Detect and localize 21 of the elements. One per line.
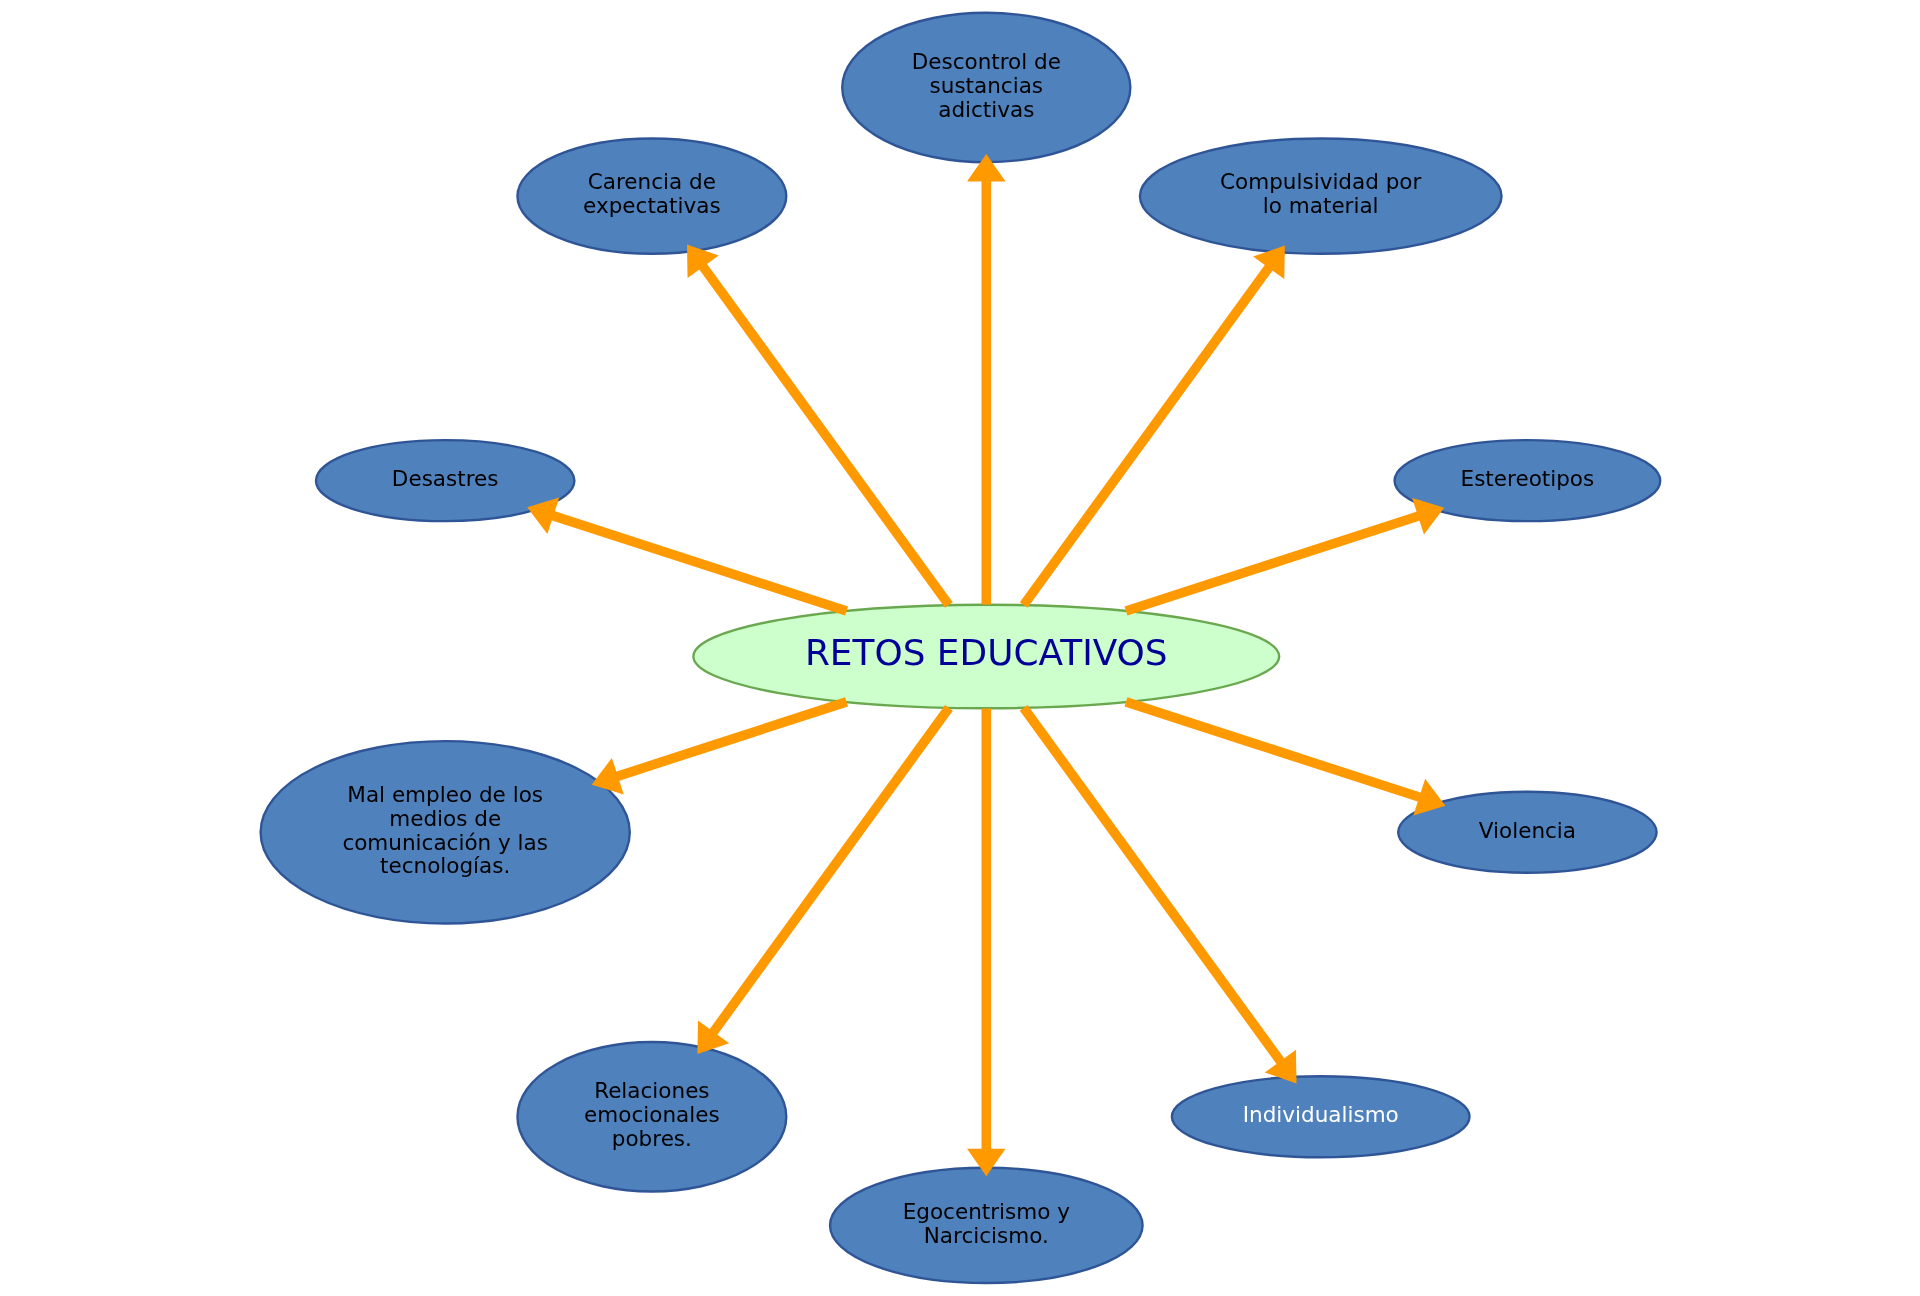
arrow	[1019, 705, 1296, 1084]
node-ellipse: Individualismo	[1170, 1075, 1471, 1159]
arrow	[1124, 497, 1444, 616]
node-ellipse: Egocentrismo y Narcicismo.	[828, 1166, 1144, 1285]
node-ellipse: Violencia	[1396, 790, 1658, 874]
arrow	[966, 708, 1006, 1177]
arrow	[1124, 697, 1445, 816]
node-ellipse: Desastres	[314, 438, 576, 523]
node-ellipse: Relaciones emocionales pobres.	[515, 1040, 787, 1193]
node-ellipse: Estereotipos	[1392, 438, 1661, 523]
node-ellipse: RETOS EDUCATIVOS	[691, 603, 1280, 710]
node-ellipse: Compulsividad por lo material	[1138, 137, 1503, 255]
arrow	[526, 497, 848, 616]
arrow	[966, 153, 1006, 605]
arrow	[696, 705, 953, 1055]
node-ellipse: Descontrol de sustancias adictivas	[840, 11, 1132, 164]
node-ellipse: Mal empleo de los medios de comunicación y las tecnologías.	[258, 739, 631, 925]
arrow	[686, 244, 953, 608]
node-ellipse: Carencia de expectativas	[515, 137, 787, 255]
arrow	[591, 697, 848, 795]
arrow	[1019, 245, 1285, 608]
